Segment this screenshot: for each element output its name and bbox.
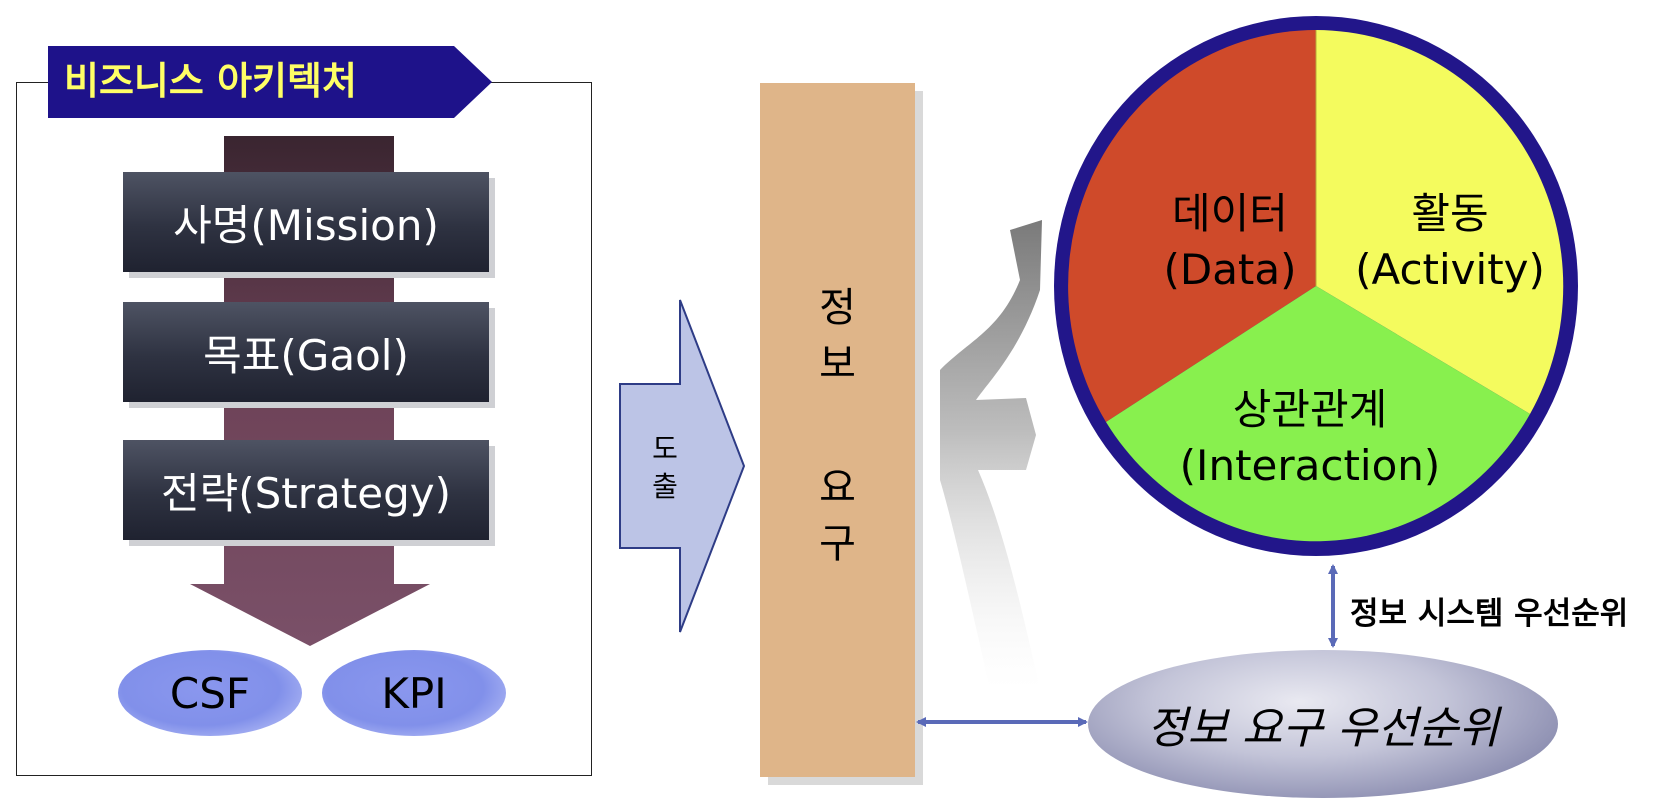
info-req-char-4: 구: [819, 521, 856, 567]
requirement-priority-ellipse: 정보 요구 우선순위: [1088, 650, 1558, 798]
goal-box: 목표(Gaol): [123, 302, 489, 402]
info-req-char-2: 보: [819, 341, 856, 387]
business-architecture-title-banner: [48, 46, 492, 118]
pie-label-activity-en: (Activity): [1355, 245, 1545, 294]
business-architecture-title: 비즈니스 아키텍처: [64, 59, 357, 103]
fan-out-arrow: [940, 220, 1042, 690]
architecture-pie: [1054, 16, 1578, 556]
pie-label-data-ko: 데이터: [1172, 189, 1288, 238]
derive-label-line2: 출: [652, 470, 678, 503]
pie-slice-data: [1068, 30, 1316, 422]
strategy-box: 전략(Strategy): [123, 440, 489, 540]
info-req-char-1: 정: [819, 285, 856, 331]
pie-label-data-en: (Data): [1163, 245, 1297, 294]
pie-label-interaction-en: (Interaction): [1179, 441, 1441, 490]
mission-box: 사명(Mission): [123, 172, 489, 272]
pie-label-interaction-ko: 상관관계: [1232, 385, 1388, 434]
pie-label-data: 데이터 (Data): [1130, 186, 1330, 298]
derive-label: 도 출: [650, 430, 680, 506]
kpi-ellipse: KPI: [322, 650, 506, 736]
information-requirement-label-bottom: 요 구: [760, 460, 915, 572]
pie-label-activity-ko: 활동: [1411, 189, 1489, 238]
derive-label-line1: 도: [652, 432, 678, 465]
pie-slice-activity: [1316, 30, 1564, 414]
pie-slice-interaction: [1106, 286, 1530, 542]
information-requirement-label-top: 정 보: [760, 280, 915, 392]
pie-label-activity: 활동 (Activity): [1332, 186, 1568, 298]
info-req-char-3: 요: [819, 465, 856, 511]
derive-arrow: [619, 299, 746, 633]
pie-label-interaction: 상관관계 (Interaction): [1160, 382, 1460, 494]
information-requirement-column: [760, 83, 915, 777]
requirement-priority-label: 정보 요구 우선순위: [1147, 703, 1499, 754]
system-priority-label: 정보 시스템 우선순위: [1350, 596, 1629, 632]
csf-ellipse: CSF: [118, 650, 302, 736]
